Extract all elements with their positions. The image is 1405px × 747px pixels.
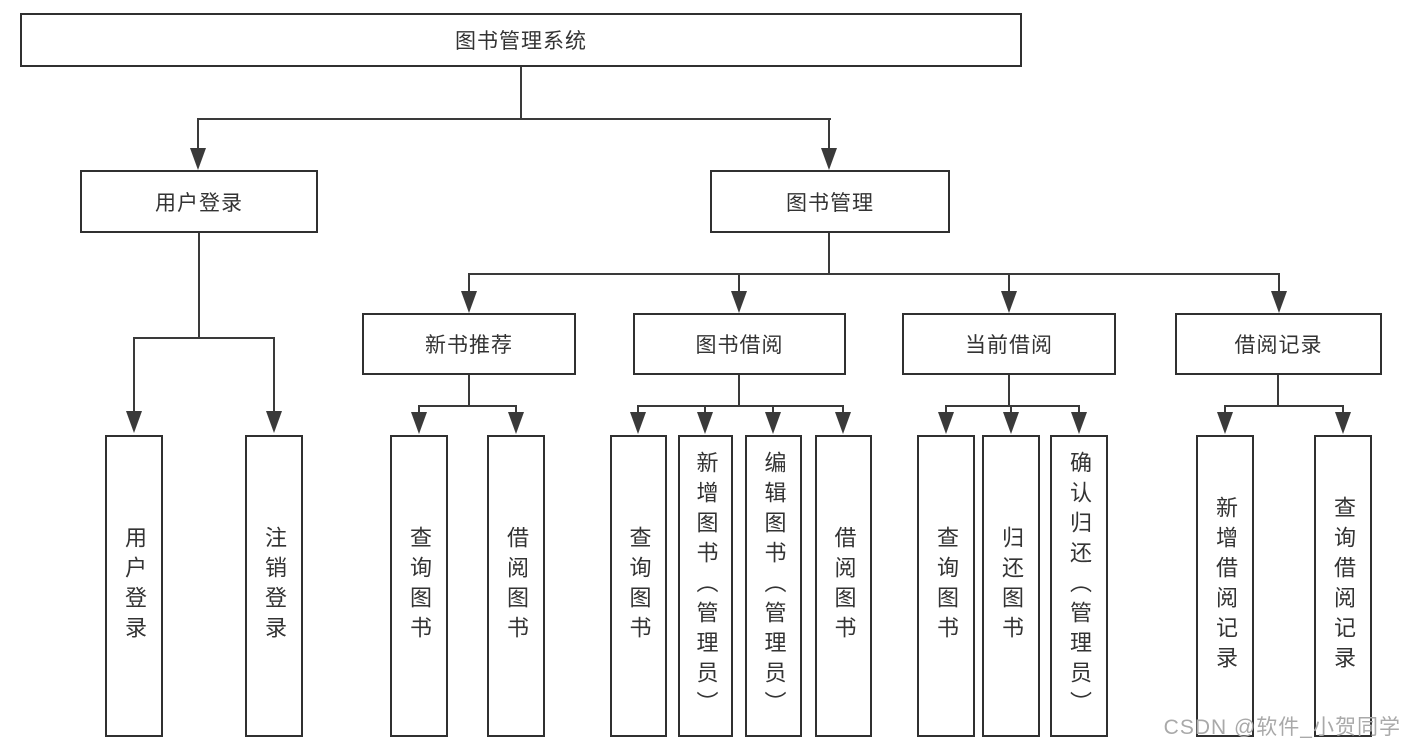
arrow-down-icon [697,412,713,434]
connector-currentborrow-drop-2 [1010,405,1012,415]
leaf-borrow-books-label: 借阅图书 [831,526,857,646]
connector-bookborrow-stem [738,375,740,405]
leaf-return-books: 归还图书 [982,435,1040,737]
connector-bookborrow-hbar [637,405,843,407]
arrow-down-icon [1001,291,1017,313]
leaf-query-books-current-label: 查询图书 [934,526,959,646]
connector-bookmgmt-hbar [468,273,1280,275]
arrow-down-icon [938,412,954,434]
connector-currentborrow-drop-3 [1078,405,1080,415]
connector-borrowrecord-stem [1277,375,1279,405]
leaf-confirm-return-admin-label: 确认归还（管理员） [1067,451,1092,721]
arrow-down-icon [126,411,142,433]
arrow-down-icon [630,412,646,434]
leaf-add-books-admin-label: 新增图书（管理员） [693,451,719,721]
leaf-query-books-borrow: 查询图书 [610,435,667,737]
leaf-user-login: 用户登录 [105,435,163,737]
connector-userlogin-drop-1 [133,337,135,413]
arrow-down-icon [461,291,477,313]
connector-bookmgmt-drop-1 [468,273,470,293]
leaf-add-borrow-record: 新增借阅记录 [1196,435,1254,737]
node-current-borrow: 当前借阅 [902,313,1116,375]
connector-newbook-drop-1 [418,405,420,415]
connector-root-drop-left [197,118,199,152]
node-current-borrow-label: 当前借阅 [965,334,1053,357]
connector-userlogin-hbar [133,337,274,339]
leaf-query-books-borrow-label: 查询图书 [626,526,652,646]
leaf-borrow-books-recommend: 借阅图书 [487,435,545,737]
connector-bookborrow-drop-4 [842,405,844,415]
connector-userlogin-stem [198,233,200,337]
leaf-add-books-admin: 新增图书（管理员） [678,435,733,737]
node-new-book-recommend: 新书推荐 [362,313,576,375]
connector-bookborrow-drop-2 [704,405,706,415]
leaf-query-books-current: 查询图书 [917,435,975,737]
connector-borrowrecord-hbar [1224,405,1343,407]
leaf-query-books-recommend: 查询图书 [390,435,448,737]
connector-newbook-hbar [418,405,517,407]
leaf-add-borrow-record-label: 新增借阅记录 [1213,496,1238,676]
node-book-management: 图书管理 [710,170,950,233]
arrow-down-icon [1271,291,1287,313]
arrow-down-icon [1217,412,1233,434]
arrow-down-icon [508,412,524,434]
connector-root-stem [520,67,522,118]
node-root-label: 图书管理系统 [455,30,587,53]
leaf-logout: 注销登录 [245,435,303,737]
node-user-login: 用户登录 [80,170,318,233]
arrow-down-icon [765,412,781,434]
node-root: 图书管理系统 [20,13,1022,67]
node-new-book-recommend-label: 新书推荐 [425,334,513,357]
leaf-user-login-label: 用户登录 [122,526,147,646]
leaf-query-borrow-record: 查询借阅记录 [1314,435,1372,737]
node-book-management-label: 图书管理 [786,191,874,215]
connector-newbook-stem [468,375,470,405]
leaf-query-borrow-record-label: 查询借阅记录 [1331,496,1356,676]
connector-borrowrecord-drop-2 [1342,405,1344,415]
connector-currentborrow-drop-1 [945,405,947,415]
connector-newbook-drop-2 [515,405,517,415]
leaf-borrow-books: 借阅图书 [815,435,872,737]
connector-root-drop-right [828,118,830,152]
leaf-borrow-books-recommend-label: 借阅图书 [504,526,529,646]
arrow-down-icon [190,148,206,170]
arrow-down-icon [266,411,282,433]
node-book-borrow-label: 图书借阅 [695,334,784,357]
connector-bookmgmt-drop-2 [738,273,740,293]
arrow-down-icon [835,412,851,434]
arrow-down-icon [1003,412,1019,434]
connector-root-hbar [197,118,831,120]
leaf-confirm-return-admin: 确认归还（管理员） [1050,435,1108,737]
leaf-logout-label: 注销登录 [262,526,287,646]
leaf-query-books-recommend-label: 查询图书 [407,526,432,646]
leaf-edit-books-admin: 编辑图书（管理员） [745,435,802,737]
connector-bookborrow-drop-1 [637,405,639,415]
node-borrow-record: 借阅记录 [1175,313,1382,375]
node-user-login-label: 用户登录 [155,191,243,215]
arrow-down-icon [1071,412,1087,434]
arrow-down-icon [411,412,427,434]
node-borrow-record-label: 借阅记录 [1234,334,1323,357]
connector-currentborrow-hbar [945,405,1079,407]
connector-bookmgmt-drop-3 [1008,273,1010,293]
arrow-down-icon [821,148,837,170]
leaf-return-books-label: 归还图书 [999,526,1024,646]
connector-bookmgmt-stem [828,233,830,273]
connector-bookmgmt-drop-4 [1278,273,1280,293]
node-book-borrow: 图书借阅 [633,313,846,375]
leaf-edit-books-admin-label: 编辑图书（管理员） [761,451,787,721]
connector-currentborrow-stem [1008,375,1010,405]
connector-userlogin-drop-2 [273,337,275,413]
arrow-down-icon [731,291,747,313]
connector-borrowrecord-drop-1 [1224,405,1226,415]
arrow-down-icon [1335,412,1351,434]
connector-bookborrow-drop-3 [772,405,774,415]
csdn-watermark: CSDN @软件_小贺同学 [1163,716,1401,739]
